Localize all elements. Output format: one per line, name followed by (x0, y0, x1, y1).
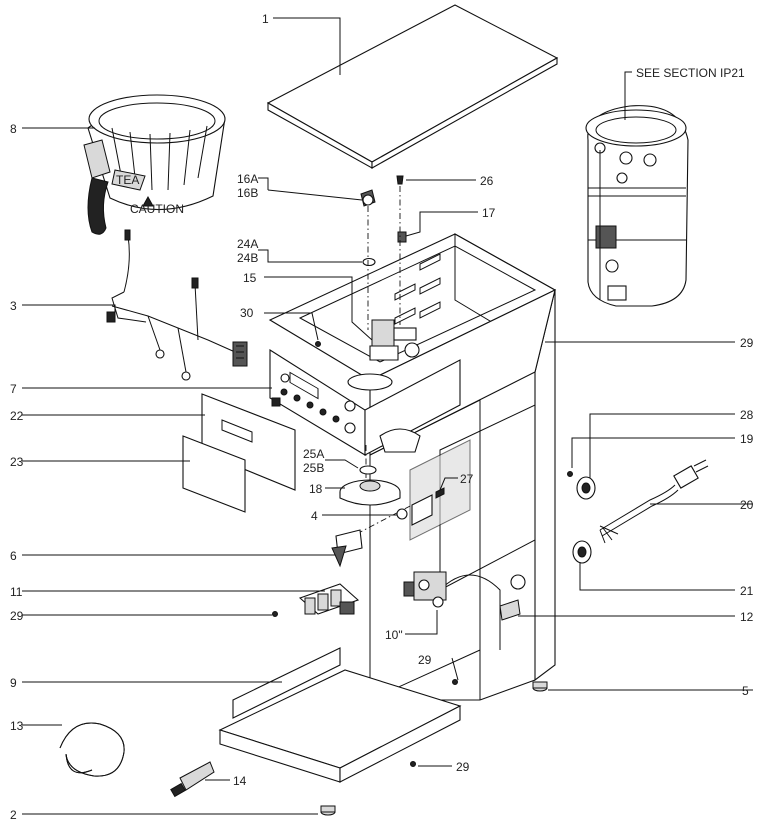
callout-17: 17 (482, 206, 496, 220)
callout-25a: 25A (303, 447, 324, 461)
part-power-cord (599, 459, 709, 544)
part-dispense-valve (403, 571, 447, 608)
part-foot-2 (320, 805, 336, 816)
part-sprayhead-fitting (331, 529, 363, 568)
part-gasket (359, 465, 377, 475)
see-section-note: SEE SECTION IP21 (636, 66, 745, 80)
callout-16a: 16A (237, 172, 258, 186)
part-screw-28 (567, 471, 573, 477)
callout-11: 11 (10, 585, 23, 599)
callout-29: 29 (10, 609, 24, 623)
callout-8: 8 (10, 122, 17, 136)
callout-19: 19 (740, 432, 754, 446)
callout-6: 6 (10, 549, 17, 563)
part-tank-assembly (585, 105, 689, 307)
callout-29: 29 (456, 760, 470, 774)
part-brew-funnel: TEA CAUTION (83, 94, 226, 235)
part-fitting-17 (397, 231, 407, 243)
leader-lines (22, 17, 753, 815)
callout-15: 15 (243, 271, 257, 285)
callout-27: 27 (460, 472, 474, 486)
callout-29: 29 (418, 653, 432, 667)
part-heat-sink (298, 583, 360, 615)
part-wire-harness (106, 229, 248, 381)
part-inlet-valve (369, 319, 420, 361)
part-screw-30 (315, 341, 321, 347)
part-bushing-21 (572, 540, 592, 564)
callout-28: 28 (740, 408, 754, 422)
callout-24b: 24B (237, 251, 258, 265)
part-lid-panel (266, 4, 559, 169)
part-drip-tray (218, 647, 462, 783)
callout-4: 4 (311, 509, 318, 523)
part-switch (499, 599, 521, 621)
callout-9: 9 (10, 676, 17, 690)
part-tubing (59, 722, 125, 777)
part-bracket (411, 494, 433, 526)
callout-1: 1 (262, 12, 269, 26)
part-bushing-19 (576, 476, 596, 500)
callout-30: 30 (240, 306, 254, 320)
funnel-caution-mark: CAUTION (130, 202, 184, 216)
callout-26: 26 (480, 174, 494, 188)
callout-7: 7 (10, 382, 17, 396)
part-spray-head (339, 479, 401, 506)
part-screw-29 (410, 761, 416, 767)
callout-21: 21 (740, 584, 754, 598)
part-fitting (360, 189, 376, 207)
part-o-ring (362, 257, 376, 267)
callout-25b: 25B (303, 461, 324, 475)
funnel-tea-mark: TEA (116, 173, 139, 187)
callout-13: 13 (10, 719, 24, 733)
part-screw-27 (435, 487, 445, 499)
callout-14: 14 (233, 774, 247, 788)
part-label-22 (201, 393, 296, 491)
part-screw-29 (452, 679, 458, 685)
part-nut (396, 508, 408, 520)
callout-12: 12 (740, 610, 754, 624)
callout-23: 23 (10, 455, 24, 469)
part-screw-29 (272, 611, 278, 617)
part-screw-26 (396, 175, 404, 185)
callout-10: 10" (385, 628, 403, 642)
callout-5: 5 (742, 684, 749, 698)
callout-29: 29 (740, 336, 754, 350)
callout-2: 2 (10, 808, 17, 822)
callout-20: 20 (740, 498, 754, 512)
callout-22: 22 (10, 409, 24, 423)
part-cabinet-body (268, 233, 557, 701)
part-foot-5 (532, 681, 548, 692)
callout-3: 3 (10, 299, 17, 313)
callout-labels: 1 2 3 4 5 6 7 8 9 10" 11 12 13 14 15 16A… (10, 12, 754, 822)
part-label-23 (182, 435, 246, 513)
callout-24a: 24A (237, 237, 258, 251)
callout-18: 18 (309, 482, 323, 496)
part-lubricant-tube (170, 761, 215, 798)
callout-16b: 16B (237, 186, 258, 200)
